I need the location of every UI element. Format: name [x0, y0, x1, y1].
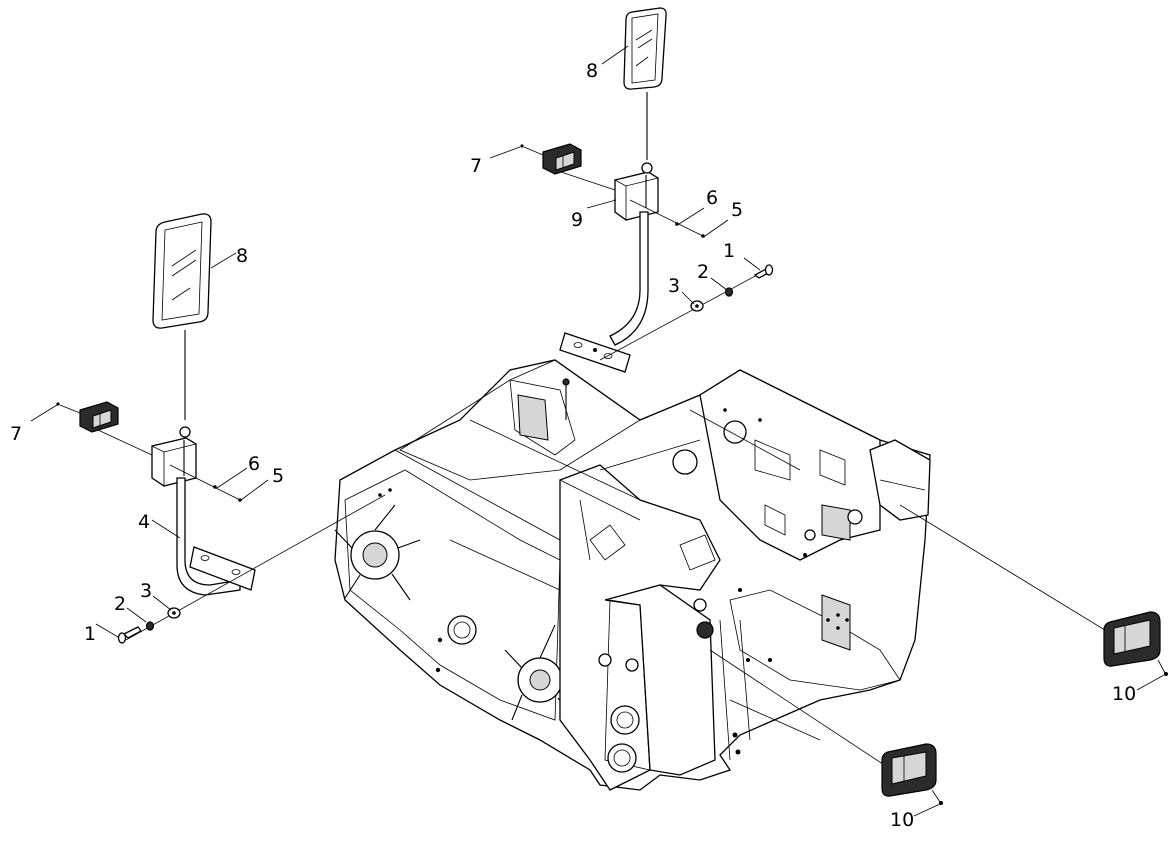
- callout-labels: 8 7 9 6 5 1 2 3 8 7 6 5 4 3 2 1 10 10: [10, 60, 1136, 831]
- callout-2-left: 2: [114, 593, 126, 615]
- machine-frame: [334, 359, 931, 791]
- frame-holes: [378, 408, 849, 755]
- foot-plate-top: [559, 332, 631, 373]
- callout-1-top: 1: [723, 240, 735, 262]
- tail-light-part-10-mid: [709, 649, 943, 805]
- left-mirror-assembly: [56, 213, 386, 644]
- lock-washer-part-2-top: [724, 287, 734, 297]
- callout-6-left: 6: [248, 453, 260, 475]
- callout-7-top: 7: [470, 155, 482, 177]
- clamp-block-part-9-left: [150, 426, 198, 487]
- callout-4: 4: [138, 511, 150, 533]
- callout-1-left: 1: [84, 623, 96, 645]
- tail-light-part-10-right: [899, 504, 1168, 676]
- bolt-part-1-left: [117, 626, 142, 644]
- callout-7-left: 7: [10, 423, 22, 445]
- callout-5-left: 5: [272, 465, 284, 487]
- callout-9: 9: [571, 209, 583, 231]
- callout-5-top: 5: [731, 199, 743, 221]
- callout-3-top: 3: [668, 275, 680, 297]
- mirror-part-8-top: [623, 7, 667, 90]
- cap-part-7-top: [542, 143, 582, 175]
- callout-3-left: 3: [140, 580, 152, 602]
- callout-6-top: 6: [706, 187, 718, 209]
- callout-10-mid: 10: [890, 809, 914, 831]
- washer-part-3-left: [167, 607, 181, 619]
- left-fan: [334, 504, 421, 601]
- top-mirror-assembly: [520, 7, 774, 373]
- clamp-block-part-9-top: [613, 162, 660, 221]
- callout-8-left: 8: [236, 245, 248, 267]
- callout-10-right: 10: [1112, 683, 1136, 705]
- cap-part-7-left: [79, 401, 119, 433]
- foot-plate-left: [189, 546, 256, 591]
- leader-lines: [30, 45, 1165, 817]
- lock-washer-part-2-left: [145, 621, 155, 631]
- callout-2-top: 2: [697, 261, 709, 283]
- bolt-part-1-top: [753, 264, 774, 279]
- mirror-part-8-left: [152, 213, 212, 329]
- callout-8-top: 8: [586, 60, 598, 82]
